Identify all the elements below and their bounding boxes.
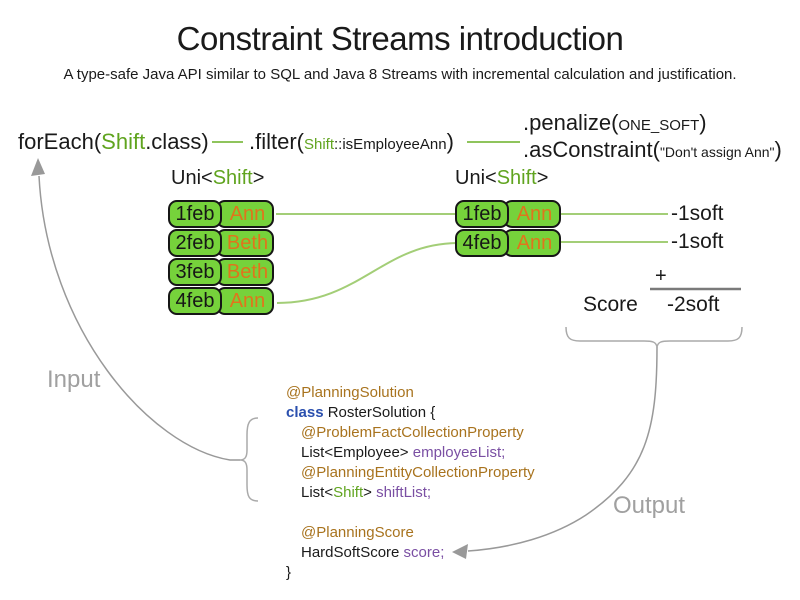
- right-stream-label-pre: Uni<: [455, 167, 497, 189]
- code-token: score;: [403, 544, 445, 561]
- shift-employee-cell: Ann: [503, 200, 561, 228]
- shift-employee-cell: Ann: [216, 200, 274, 228]
- code-token: class: [286, 404, 324, 421]
- right-stream-label-type: Shift: [496, 167, 537, 189]
- score-label: Score: [583, 293, 638, 316]
- penalty-value-2: -1soft: [671, 230, 724, 253]
- code-token: }: [286, 564, 292, 581]
- code-asconstraint: .asConstraint("Don't assign Ann"): [523, 137, 782, 163]
- left-stream-label-type: Shift: [212, 167, 253, 189]
- filter-arg-rest: ::isEmployeeAnn: [334, 136, 447, 153]
- code-token: @PlanningScore: [301, 524, 414, 541]
- code-token: Shift: [333, 484, 364, 501]
- input-arrowhead-icon: [31, 158, 45, 176]
- asconstraint-post: ): [774, 137, 782, 162]
- input-label: Input: [47, 366, 101, 393]
- code-line: @ProblemFactCollectionProperty: [286, 423, 535, 443]
- code-line: List<Shift> shiftList;: [286, 483, 535, 503]
- filter-pre: .filter(: [249, 129, 304, 154]
- code-token: @PlanningSolution: [286, 384, 414, 401]
- code-token: employeeList;: [412, 444, 506, 461]
- shift-employee-cell: Beth: [216, 229, 274, 257]
- right-stream-label: Uni<Shift>: [455, 167, 548, 190]
- input-arrow: [38, 175, 240, 461]
- code-token: >: [363, 484, 377, 501]
- code-foreach: forEach(Shift.class): [18, 129, 209, 155]
- code-line: }: [286, 563, 535, 583]
- plus-sign: +: [655, 265, 667, 287]
- code-line: List<Employee> employeeList;: [286, 443, 535, 463]
- code-line: class RosterSolution {: [286, 403, 535, 423]
- shift-date-cell: 4feb: [455, 229, 509, 257]
- right-stream-label-post: >: [536, 167, 549, 189]
- code-penalize: .penalize(ONE_SOFT): [523, 110, 707, 136]
- asconstraint-pre: .asConstraint(: [523, 137, 660, 162]
- code-token: List<Employee>: [301, 444, 413, 461]
- penalize-post: ): [699, 110, 707, 135]
- score-value: -2soft: [667, 293, 720, 316]
- score-brace: [565, 326, 743, 348]
- foreach-pre: forEach(: [18, 129, 102, 154]
- code-line: @PlanningScore: [286, 523, 535, 543]
- foreach-post: .class): [145, 129, 209, 154]
- penalize-arg: ONE_SOFT: [618, 117, 700, 134]
- filter-arg-type: Shift: [304, 136, 335, 153]
- output-arrowhead-icon: [452, 544, 468, 559]
- penalize-pre: .penalize(: [523, 110, 619, 135]
- shift-employee-cell: Ann: [216, 287, 274, 315]
- code-line: [286, 503, 535, 523]
- shift-date-cell: 1feb: [168, 200, 222, 228]
- code-brace: [239, 417, 259, 502]
- asconstraint-arg: "Don't assign Ann": [659, 144, 775, 160]
- code-token: HardSoftScore: [301, 544, 404, 561]
- shift-date-cell: 1feb: [455, 200, 509, 228]
- code-token: List<: [301, 484, 334, 501]
- shift-date-cell: 4feb: [168, 287, 222, 315]
- left-stream-label: Uni<Shift>: [171, 167, 264, 190]
- subtitle: A type-safe Java API similar to SQL and …: [63, 66, 737, 83]
- output-label: Output: [613, 492, 686, 519]
- code-token: RosterSolution {: [323, 404, 436, 421]
- shift-date-cell: 2feb: [168, 229, 222, 257]
- filter-post: ): [446, 129, 454, 154]
- shift-employee-cell: Beth: [216, 258, 274, 286]
- shift-date-cell: 3feb: [168, 258, 222, 286]
- output-arrow: [467, 346, 658, 552]
- penalty-value-1: -1soft: [671, 202, 724, 225]
- code-token: @ProblemFactCollectionProperty: [301, 424, 524, 441]
- foreach-type: Shift: [101, 129, 146, 154]
- code-filter: .filter(Shift::isEmployeeAnn): [249, 129, 454, 155]
- code-line: HardSoftScore score;: [286, 543, 535, 563]
- shift-employee-cell: Ann: [503, 229, 561, 257]
- left-stream-label-post: >: [252, 167, 265, 189]
- page-title: Constraint Streams introduction: [176, 20, 624, 57]
- left-stream-label-pre: Uni<: [171, 167, 213, 189]
- code-line: @PlanningEntityCollectionProperty: [286, 463, 535, 483]
- code-token: @PlanningEntityCollectionProperty: [301, 464, 535, 481]
- stream-connector-4feb: [276, 242, 458, 304]
- code-token: shiftList;: [376, 484, 432, 501]
- code-line: @PlanningSolution: [286, 383, 535, 403]
